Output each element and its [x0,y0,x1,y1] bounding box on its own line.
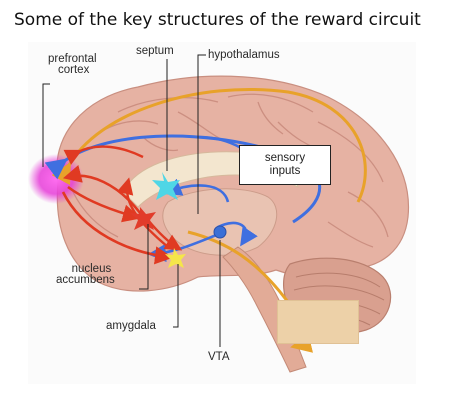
red-pathway [116,177,169,248]
prefrontal-label-line-1: prefrontal [48,53,97,65]
hypothalamus-label: hypothalamus [208,49,280,61]
cerebrum [56,75,410,292]
gyri [72,93,389,248]
orange-pathway [51,88,367,203]
amygdala-marker [165,248,186,268]
cortex-label-line-2: cortex [58,64,90,76]
vta-marker [213,225,227,239]
sensory-inputs-box: sensory inputs [239,145,331,185]
septum-marker [152,172,180,200]
vta-label: VTA [208,351,230,363]
red-pathway [63,145,144,165]
septum-label: septum [136,45,174,57]
sensory-label-line-1: sensory [264,152,306,164]
red-pathway [67,185,142,223]
prefrontal-cortex-label: prefrontal cortex [48,53,97,76]
amygdala-label: amygdala [106,320,156,332]
nucleus-accumbens-label: nucleus accumbens [56,263,115,286]
accumbens-label-line-2: accumbens [56,274,115,286]
nucleus-accumbens-marker [130,207,156,230]
nucleus-label-line-1: nucleus [71,263,112,275]
blue-pathway [163,178,230,203]
blank-label-box [277,300,359,344]
figure-title: Some of the key structures of the reward… [14,10,421,30]
inputs-label-line-2: inputs [269,165,301,177]
brain-diagram: prefrontal cortex septum hypothalamus se… [28,42,416,384]
leader-lines [42,54,221,347]
blue-pathway [217,221,258,247]
prefrontal-cortex-marker [28,154,84,204]
brain-illustration [28,54,410,373]
red-pathway [61,191,174,265]
